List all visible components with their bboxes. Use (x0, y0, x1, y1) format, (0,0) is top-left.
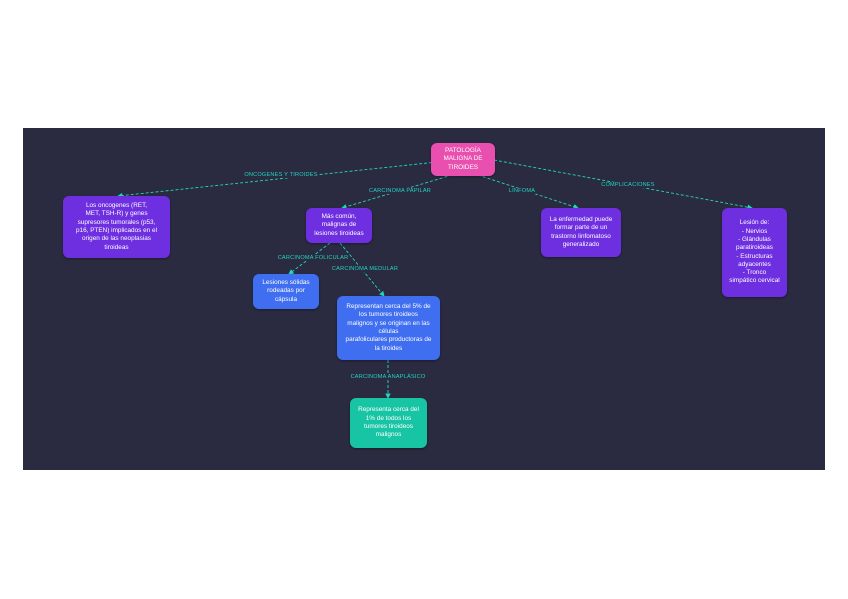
node-linfoma[interactable]: La enfermedad puede formar parte de un t… (541, 208, 621, 257)
edge-label-papilar: CARCINOMA PAPILAR (367, 188, 433, 194)
node-oncogenes[interactable]: Los oncogenes (RET, MET, TSH-R) y genes … (63, 196, 170, 258)
edge-label-anaplasico: CARCINOMA ANAPLÁSICO (349, 374, 427, 380)
root-node-text: PATOLOGÍA MALIGNA DE TIROIDES (443, 147, 483, 171)
node-carcinoma-papilar[interactable]: Más común, malignas de lesiones tiroidea… (306, 208, 372, 243)
node-carcinoma-papilar-text: Más común, malignas de lesiones tiroidea… (314, 213, 364, 237)
node-carcinoma-folicular[interactable]: Lesiones sólidas rodeadas por cápsula (253, 274, 319, 309)
edge-label-medular: CARCINOMA MEDULAR (330, 266, 400, 272)
node-carcinoma-anaplasico-text: Representa cerca del 1% de todos los tum… (358, 406, 419, 439)
node-carcinoma-medular-text: Representan cerca del 5% de los tumores … (345, 303, 432, 352)
node-complicaciones[interactable]: Lesión de: - Nervios - Glándulas paratir… (722, 208, 787, 297)
node-complicaciones-text: Lesión de: - Nervios - Glándulas paratir… (729, 219, 780, 285)
node-linfoma-text: La enfermedad puede formar parte de un t… (549, 215, 613, 248)
node-oncogenes-text: Los oncogenes (RET, MET, TSH-R) y genes … (76, 202, 157, 251)
edge-label-oncogenes: ONCOGENES Y TIROIDES (243, 172, 319, 178)
node-carcinoma-folicular-text: Lesiones sólidas rodeadas por cápsula (262, 279, 310, 303)
edge-label-complicaciones: COMPLICACIONES (600, 182, 656, 188)
node-carcinoma-medular[interactable]: Representan cerca del 5% de los tumores … (337, 296, 440, 360)
root-node[interactable]: PATOLOGÍA MALIGNA DE TIROIDES (431, 143, 495, 176)
node-carcinoma-anaplasico[interactable]: Representa cerca del 1% de todos los tum… (350, 398, 427, 448)
edge-label-linfoma: LINFOMA (507, 188, 537, 194)
edge-label-folicular: CARCINOMA FOLICULAR (276, 255, 350, 261)
